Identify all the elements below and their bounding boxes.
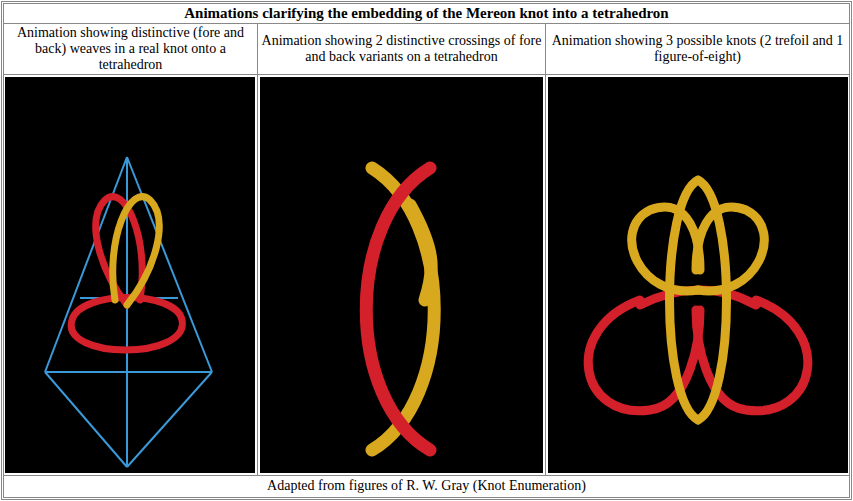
knot-weave bbox=[71, 197, 182, 350]
column-header: Animation showing 3 possible knots (2 tr… bbox=[546, 24, 849, 74]
image-panel bbox=[5, 77, 255, 473]
image-panel bbox=[260, 77, 543, 473]
table-caption: Adapted from figures of R. W. Gray (Knot… bbox=[4, 476, 849, 497]
image-panel bbox=[548, 77, 848, 473]
knot-crossings bbox=[366, 168, 434, 450]
table-title: Animations clarifying the embedding of t… bbox=[4, 4, 849, 23]
knot-variants bbox=[588, 180, 808, 420]
column-header: Animation showing distinctive (fore and … bbox=[4, 24, 257, 74]
column-header: Animation showing 2 distinctive crossing… bbox=[258, 24, 545, 74]
tetrahedron bbox=[45, 157, 212, 467]
